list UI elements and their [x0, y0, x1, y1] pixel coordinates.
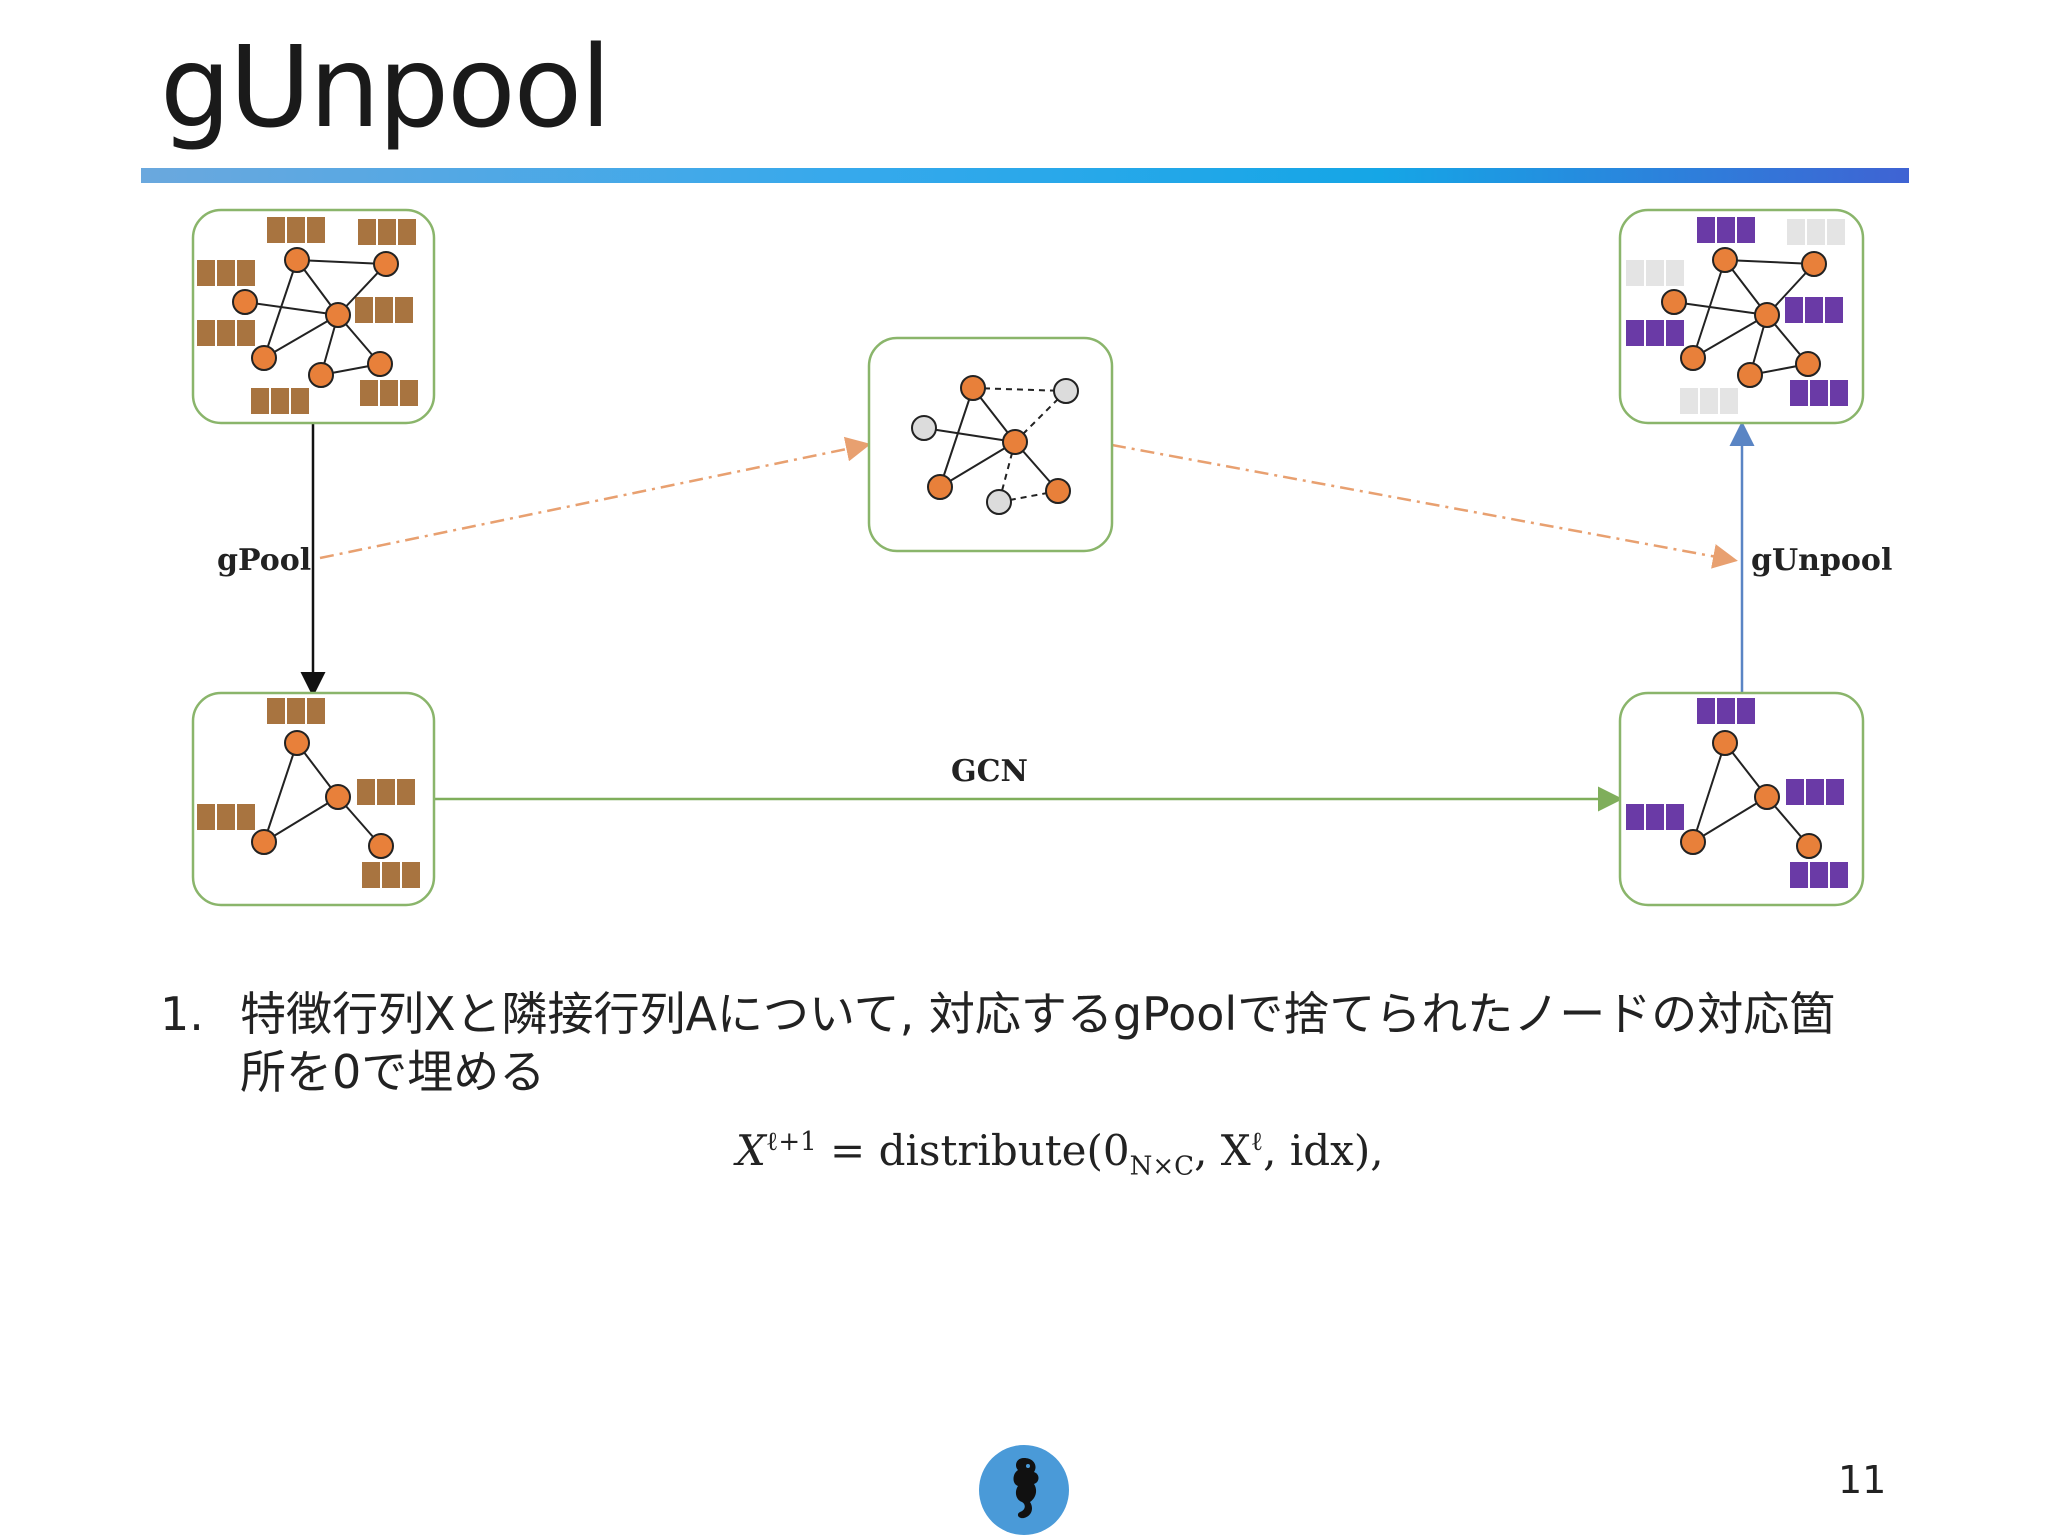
graph-node: [1661, 247, 1827, 388]
removed-node: [1053, 378, 1079, 404]
formula-mid: , X: [1194, 1126, 1251, 1175]
feature-block: [197, 698, 420, 888]
formula: Xℓ+1 = distribute(0N×C, Xℓ, idx),: [736, 1112, 1384, 1196]
gcn-label: GCN: [951, 754, 1028, 789]
dashed-arrow-to-middle: [319, 436, 871, 560]
graph-node: [251, 730, 394, 859]
graph-box-restored: [1618, 208, 1865, 425]
feature-block: [197, 217, 418, 414]
graph-node: [927, 474, 953, 500]
dashed-arrow-from-middle: [1111, 443, 1738, 569]
title-underline-bar: [141, 168, 1909, 183]
feature-block: [1626, 698, 1848, 888]
formula-lhs: X: [736, 1126, 766, 1175]
graph-box-pooled: [191, 691, 436, 907]
graph-node: [1002, 429, 1028, 455]
graph-node: [1680, 730, 1822, 859]
graph-node: [232, 247, 399, 388]
page-number: 11: [1838, 1458, 1887, 1502]
formula-lhs-sup: ℓ+1: [765, 1127, 817, 1157]
formula-sub: N×C: [1129, 1151, 1195, 1182]
seahorse-icon: [979, 1445, 1069, 1535]
removed-node: [986, 489, 1012, 515]
gpool-label: gPool: [217, 543, 311, 578]
gunpool-label: gUnpool: [1751, 543, 1892, 578]
bullet-text: 特徴行列Xと隣接行列Aについて, 対応するgPoolで捨てられたノードの対応箇所…: [240, 987, 1836, 1099]
feature-block: [1626, 217, 1848, 414]
graph-node: [1045, 478, 1071, 504]
graph-node: [960, 375, 986, 401]
graph-box-gcn: [1618, 691, 1865, 907]
formula-eq: = distribute(0: [816, 1126, 1130, 1175]
removed-node: [911, 415, 937, 441]
bullet-number: 1.: [160, 987, 204, 1041]
formula-mid-sup: ℓ: [1250, 1127, 1264, 1157]
formula-end: , idx),: [1263, 1126, 1384, 1175]
graph-box-middle: [867, 336, 1114, 553]
graph-box-original: [191, 208, 436, 425]
slide-title: gUnpool: [160, 23, 611, 153]
